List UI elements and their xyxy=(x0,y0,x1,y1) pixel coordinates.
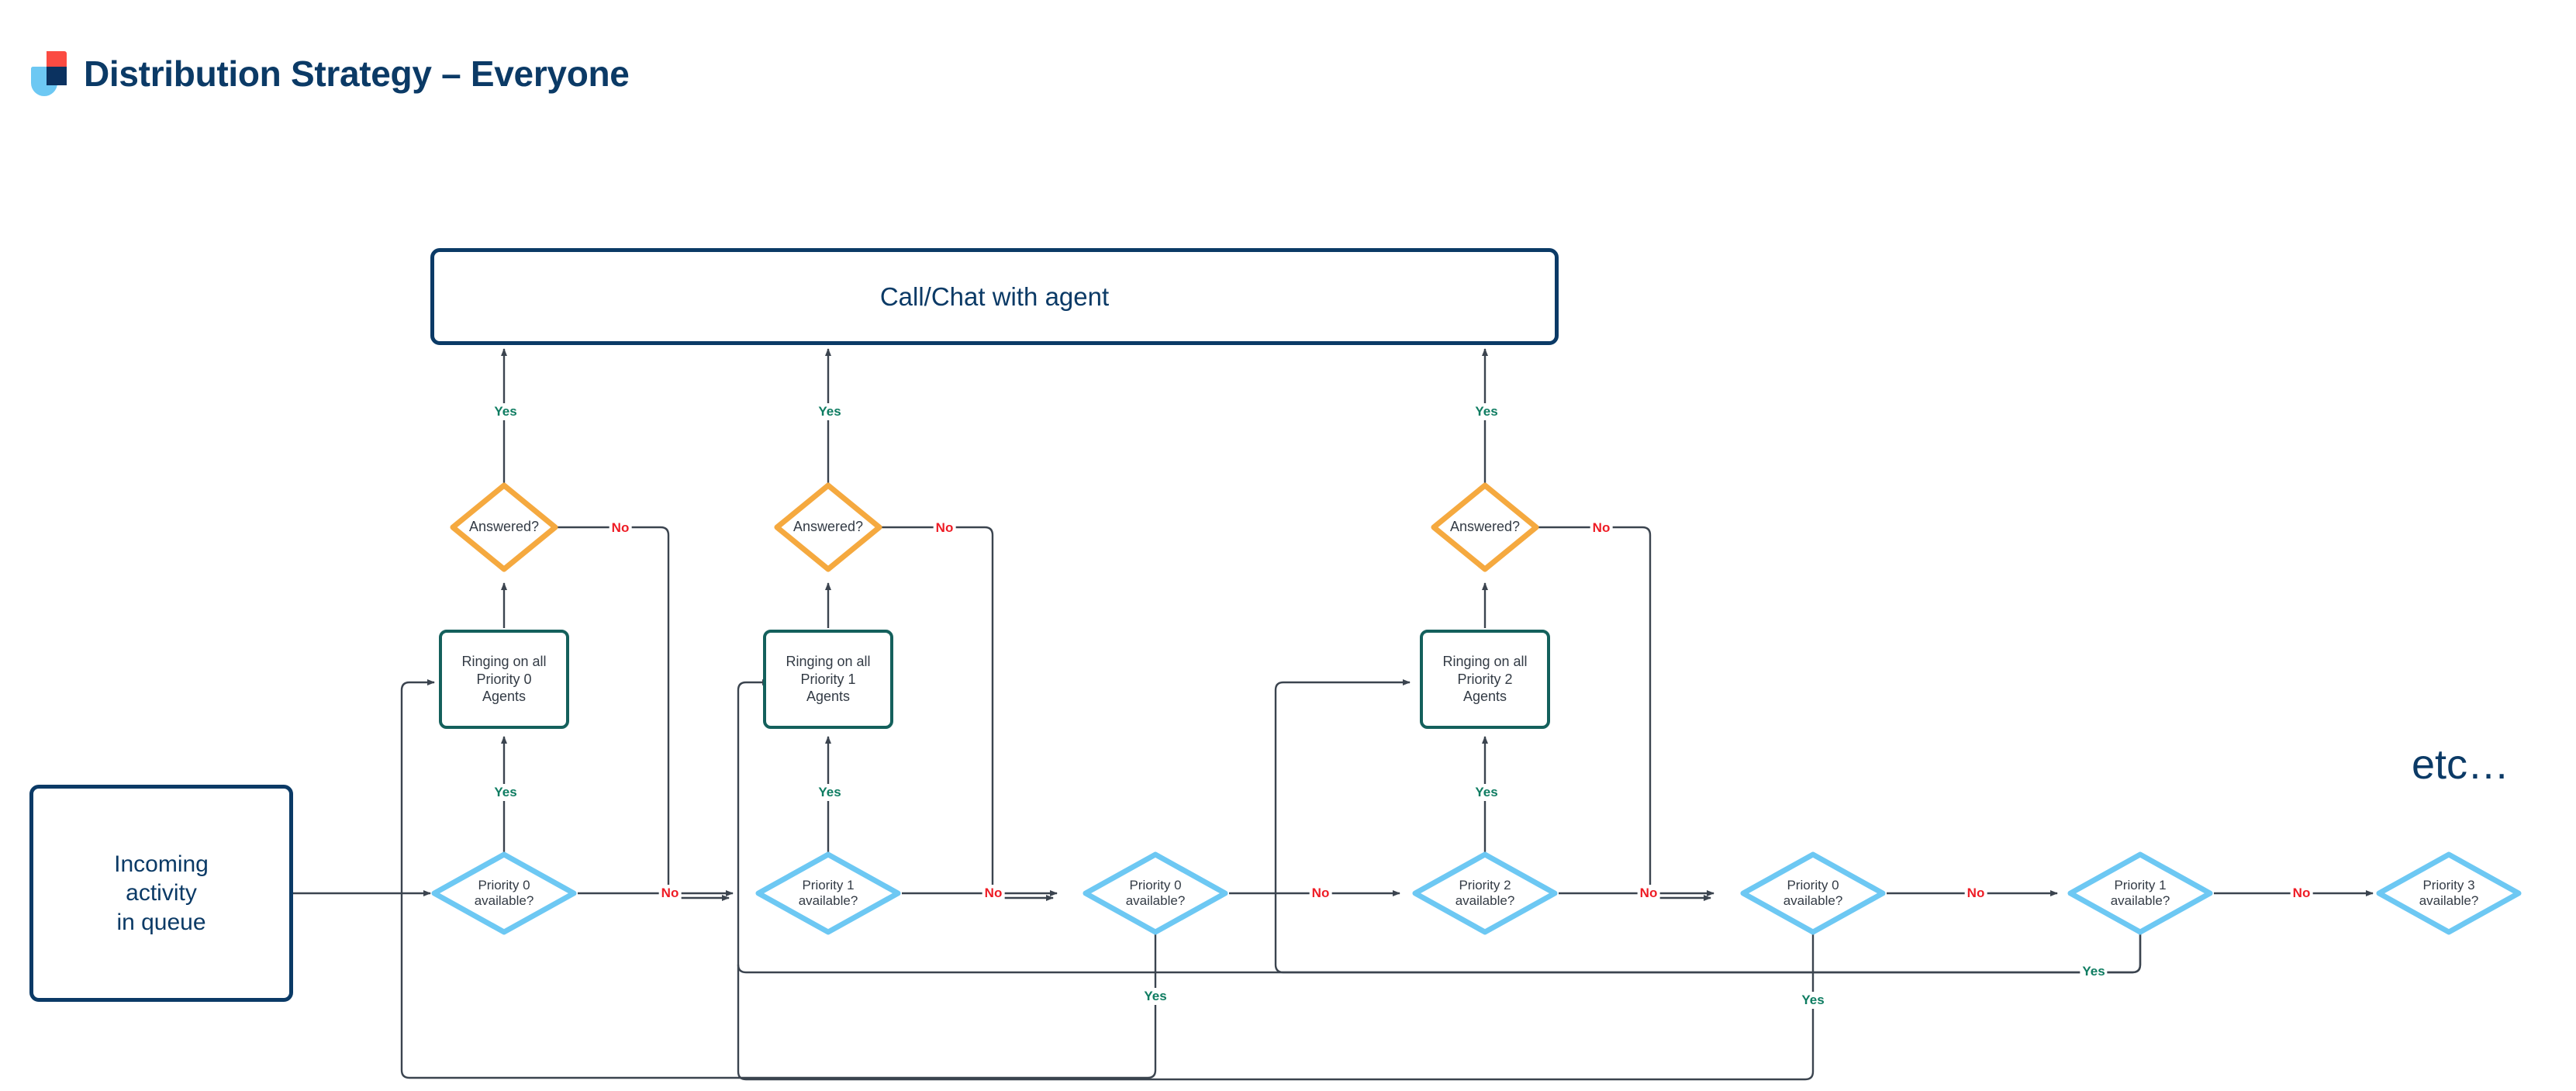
edge-label-answered0-no: No xyxy=(609,520,632,537)
edge-label-p4-yes: Yes xyxy=(1473,784,1500,801)
edge-label-answered1-yes: Yes xyxy=(816,403,844,420)
edge-label-p6-yes: Yes xyxy=(2080,963,2108,980)
priority-check-7-diamond[interactable]: Priority 3 available? xyxy=(2375,851,2522,936)
ringing-priority-0-node[interactable]: Ringing on all Priority 0 Agents xyxy=(439,630,569,729)
edge-label-p5-yes: Yes xyxy=(1799,992,1827,1009)
page-title: Distribution Strategy – Everyone xyxy=(84,54,630,94)
edge-label-p3-yes: Yes xyxy=(1141,988,1169,1005)
ringing-priority-1-node[interactable]: Ringing on all Priority 1 Agents xyxy=(763,630,893,729)
answered-diamond-0[interactable]: Answered? xyxy=(448,481,560,574)
edge-label-p4-no: No xyxy=(1637,885,1660,902)
ringing-priority-1-label: Ringing on all Priority 1 Agents xyxy=(786,654,871,705)
edge-label-answered0-yes: Yes xyxy=(492,403,520,420)
priority-check-1-diamond[interactable]: Priority 0 available? xyxy=(430,851,578,936)
edge-label-p3-no: No xyxy=(1309,885,1332,902)
edge-label-p1-yes: Yes xyxy=(492,784,520,801)
edge-label-p2-yes: Yes xyxy=(816,784,844,801)
edge-label-answered1-no: No xyxy=(933,520,956,537)
edge-label-p1-no: No xyxy=(658,885,682,902)
etc-label: etc… xyxy=(2412,741,2510,788)
priority-check-2-diamond[interactable]: Priority 1 available? xyxy=(754,851,902,936)
page-header: Distribution Strategy – Everyone xyxy=(0,0,2576,147)
call-chat-with-agent-label: Call/Chat with agent xyxy=(879,281,1110,311)
incoming-activity-node[interactable]: Incoming activity in queue xyxy=(29,785,293,1002)
incoming-activity-label: Incoming activity in queue xyxy=(114,851,209,935)
edge-label-p5-no: No xyxy=(1964,885,1987,902)
ringing-priority-0-label: Ringing on all Priority 0 Agents xyxy=(461,654,547,705)
ringing-priority-2-label: Ringing on all Priority 2 Agents xyxy=(1442,654,1528,705)
edge-label-answered2-no: No xyxy=(1590,520,1613,537)
priority-check-5-diamond[interactable]: Priority 0 available? xyxy=(1739,851,1887,936)
priority-check-6-diamond[interactable]: Priority 1 available? xyxy=(2067,851,2214,936)
edge-label-p6-no: No xyxy=(2290,885,2313,902)
ringing-priority-2-node[interactable]: Ringing on all Priority 2 Agents xyxy=(1420,630,1550,729)
call-chat-with-agent-node[interactable]: Call/Chat with agent xyxy=(430,248,1559,345)
edge-label-answered2-yes: Yes xyxy=(1473,403,1500,420)
logo-navy-square xyxy=(47,67,67,85)
priority-check-3-diamond[interactable]: Priority 0 available? xyxy=(1082,851,1229,936)
answered-diamond-2[interactable]: Answered? xyxy=(1429,481,1541,574)
priority-check-4-diamond[interactable]: Priority 2 available? xyxy=(1411,851,1559,936)
brand-logo-icon xyxy=(31,51,67,96)
answered-diamond-1[interactable]: Answered? xyxy=(772,481,884,574)
edge-label-p2-no: No xyxy=(982,885,1005,902)
